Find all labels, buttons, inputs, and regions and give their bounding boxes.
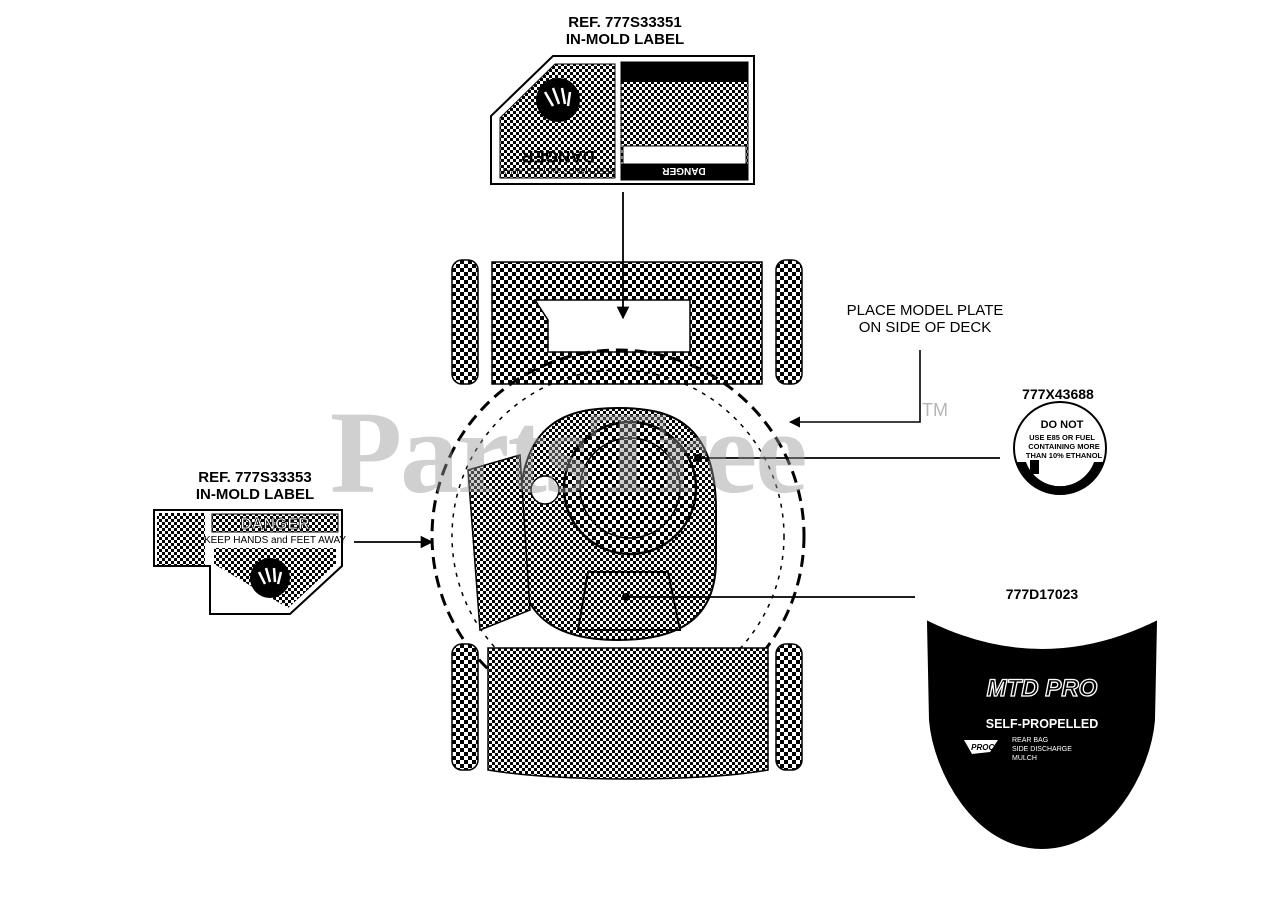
decal-part-number: 777D17023 (1005, 586, 1079, 602)
top-label-title: DANGER (521, 147, 595, 166)
rear-left-wheel (451, 259, 479, 385)
top-label-header-bar (621, 62, 748, 82)
fuel-line-1: DO NOT (1041, 419, 1084, 431)
fuel-line-4: THAN 10% ETHANOL (1026, 451, 1103, 460)
front-left-wheel (451, 643, 479, 771)
left-label-title: DANGER (240, 516, 310, 533)
top-ref-sub: IN-MOLD LABEL (565, 31, 685, 49)
front-right-wheel (775, 643, 803, 771)
engine-hood (576, 571, 682, 631)
left-ref-label: REF. 777S33353 IN-MOLD LABEL (150, 469, 360, 504)
top-label-subtitle: KEEP HANDS and FEET AWAY (501, 166, 615, 175)
left-label-title-bar (211, 513, 339, 533)
fuel-warning-decal: DO NOT USE E85 OR FUEL CONTAINING MORE T… (1013, 401, 1107, 495)
side-chute (467, 454, 531, 632)
top-ref-number: REF. 777S33351 (568, 14, 682, 31)
fuel-line-2: USE E85 OR FUEL (1029, 433, 1095, 442)
leader-fuel-dot (694, 454, 702, 462)
mower-top-view (430, 259, 806, 780)
rear-right-wheel (775, 259, 803, 385)
fuel-part-number: 777X43688 (1022, 386, 1094, 402)
model-plate-line-2: ON SIDE OF DECK (858, 319, 992, 337)
front-deck (487, 647, 769, 780)
fuel-decal-band (1016, 462, 1104, 495)
chute-knob (530, 475, 560, 505)
leader-lines (354, 192, 1000, 601)
hood-decal: MTD PRO SELF-PROPELLED PROCUT REAR BAG S… (926, 620, 1158, 850)
left-hand-fingers (257, 567, 283, 585)
top-label-footer-bar (621, 164, 748, 180)
top-label-pictograms (622, 145, 747, 165)
top-hand-fingers (543, 87, 572, 107)
rear-label-recess (533, 299, 691, 353)
hood-decal-outline (926, 620, 1158, 850)
engine-cap-inner (579, 437, 681, 539)
trademark-symbol: TM (922, 400, 948, 420)
top-ref-label: REF. 777S33351 IN-MOLD LABEL (520, 14, 730, 49)
hood-sub-brand: PROCUT (971, 743, 1006, 752)
fuel-pump-icon (1030, 460, 1039, 474)
fuel-line-3: CONTAINING MORE (1028, 442, 1100, 451)
left-ref-sub: IN-MOLD LABEL (195, 486, 315, 504)
hood-feature-1: REAR BAG (1012, 737, 1048, 744)
model-plate-note: PLACE MODEL PLATE ON SIDE OF DECK (830, 302, 1020, 337)
hood-feature-3: MULCH (1012, 755, 1037, 762)
partstree-watermark: PartsTree (330, 387, 808, 518)
engine-cap (562, 420, 698, 556)
left-label-text-block (157, 513, 205, 565)
leader-hood-dot (622, 593, 630, 601)
hood-brand: MTD PRO (987, 675, 1098, 702)
leader-model-plate (788, 350, 921, 428)
left-label-subtitle: KEEP HANDS and FEET AWAY (204, 535, 346, 546)
model-plate-line-1: PLACE MODEL PLATE (846, 302, 1004, 319)
left-danger-label: DANGER KEEP HANDS and FEET AWAY (153, 509, 346, 615)
hood-line-1: SELF-PROPELLED (986, 717, 1099, 731)
left-ref-number: REF. 777S33353 (198, 469, 312, 486)
top-danger-label: DANGER KEEP HANDS and FEET AWAY DANGER (490, 55, 755, 185)
procut-swoosh-icon (964, 740, 998, 754)
top-label-panel-title: DANGER (662, 165, 706, 176)
hood-feature-2: SIDE DISCHARGE (1012, 746, 1072, 753)
